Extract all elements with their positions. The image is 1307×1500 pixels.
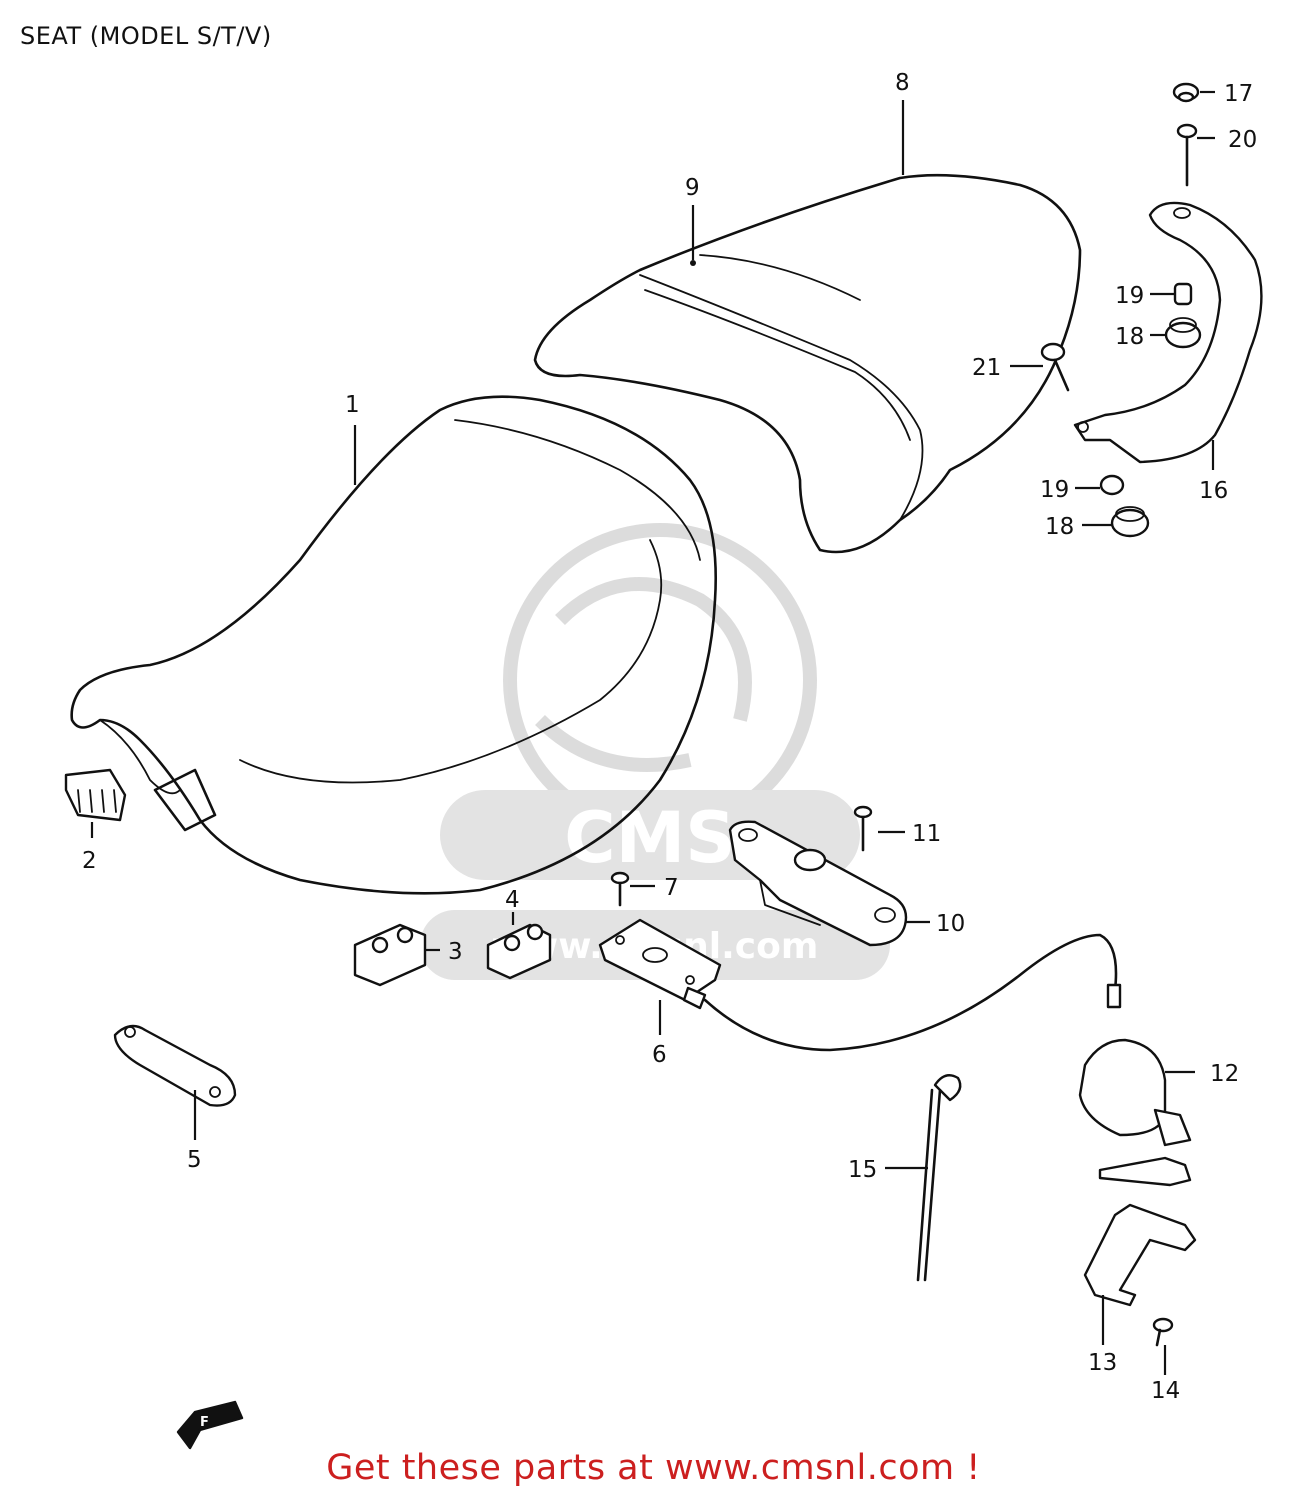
callout-6: 6	[652, 1042, 667, 1068]
part-14-screw[interactable]	[1152, 1317, 1174, 1347]
callout-19-upper: 19	[1115, 283, 1144, 309]
part-13-lock-bracket[interactable]	[1083, 1203, 1197, 1307]
callout-4: 4	[505, 887, 520, 913]
callout-1: 1	[345, 392, 360, 418]
part-8-rear-seat[interactable]	[533, 173, 1082, 554]
callout-12: 12	[1210, 1061, 1239, 1087]
callout-9: 9	[685, 175, 700, 201]
callout-5: 5	[187, 1147, 202, 1173]
callout-14: 14	[1151, 1378, 1180, 1404]
part-11-screw[interactable]	[853, 805, 873, 852]
part-18-cushion-lower[interactable]	[1110, 506, 1150, 538]
callout-2: 2	[82, 848, 97, 874]
diagram-title: SEAT (MODEL S/T/V)	[20, 22, 272, 50]
callout-3: 3	[448, 939, 463, 965]
part-21-bolt[interactable]	[1040, 342, 1070, 392]
callout-20: 20	[1228, 127, 1257, 153]
callout-labels: 1 2 3 4 5 6 7 8 9 10 11 12 13 14 15 16 1…	[82, 70, 1257, 1404]
callout-18-lower: 18	[1045, 514, 1074, 540]
part-18-cushion-upper[interactable]	[1164, 317, 1202, 349]
callout-8: 8	[895, 70, 910, 96]
part-15-seat-bolt[interactable]	[916, 1074, 962, 1282]
watermark-brand: CMS	[564, 797, 735, 879]
part-9-tape[interactable]	[690, 260, 696, 266]
callout-21: 21	[972, 355, 1001, 381]
part-20-bolt[interactable]	[1176, 123, 1198, 187]
callout-16: 16	[1199, 478, 1228, 504]
part-12-seat-lock[interactable]	[1078, 1038, 1192, 1187]
part-17-cap[interactable]	[1172, 82, 1200, 103]
callout-18-upper: 18	[1115, 324, 1144, 350]
callout-11: 11	[912, 821, 941, 847]
get-parts-link[interactable]: Get these parts at www.cmsnl.com !	[326, 1448, 981, 1488]
part-10-lock-bracket[interactable]	[728, 820, 908, 947]
part-3-cushion[interactable]	[353, 923, 427, 987]
part-1-front-seat[interactable]	[70, 395, 717, 895]
forward-direction-marker: F	[176, 1400, 244, 1450]
callout-15: 15	[848, 1157, 877, 1183]
part-6-lock-plate-cable[interactable]	[598, 918, 1122, 1052]
forward-marker-label: F	[200, 1415, 209, 1430]
part-19-collar-lower[interactable]	[1099, 474, 1125, 496]
part-16-grab-rail[interactable]	[1073, 201, 1263, 464]
part-2-clip[interactable]	[64, 768, 127, 822]
part-4-cushion[interactable]	[486, 923, 552, 980]
callout-10: 10	[936, 911, 965, 937]
callout-19-lower: 19	[1040, 477, 1069, 503]
part-19-collar-upper[interactable]	[1173, 282, 1193, 306]
callout-7: 7	[664, 875, 679, 901]
callout-17: 17	[1224, 81, 1253, 107]
leader-lines	[90, 90, 1215, 1375]
callout-13: 13	[1088, 1350, 1117, 1376]
part-5-bracket[interactable]	[113, 1024, 237, 1107]
part-7-screw[interactable]	[610, 871, 630, 907]
